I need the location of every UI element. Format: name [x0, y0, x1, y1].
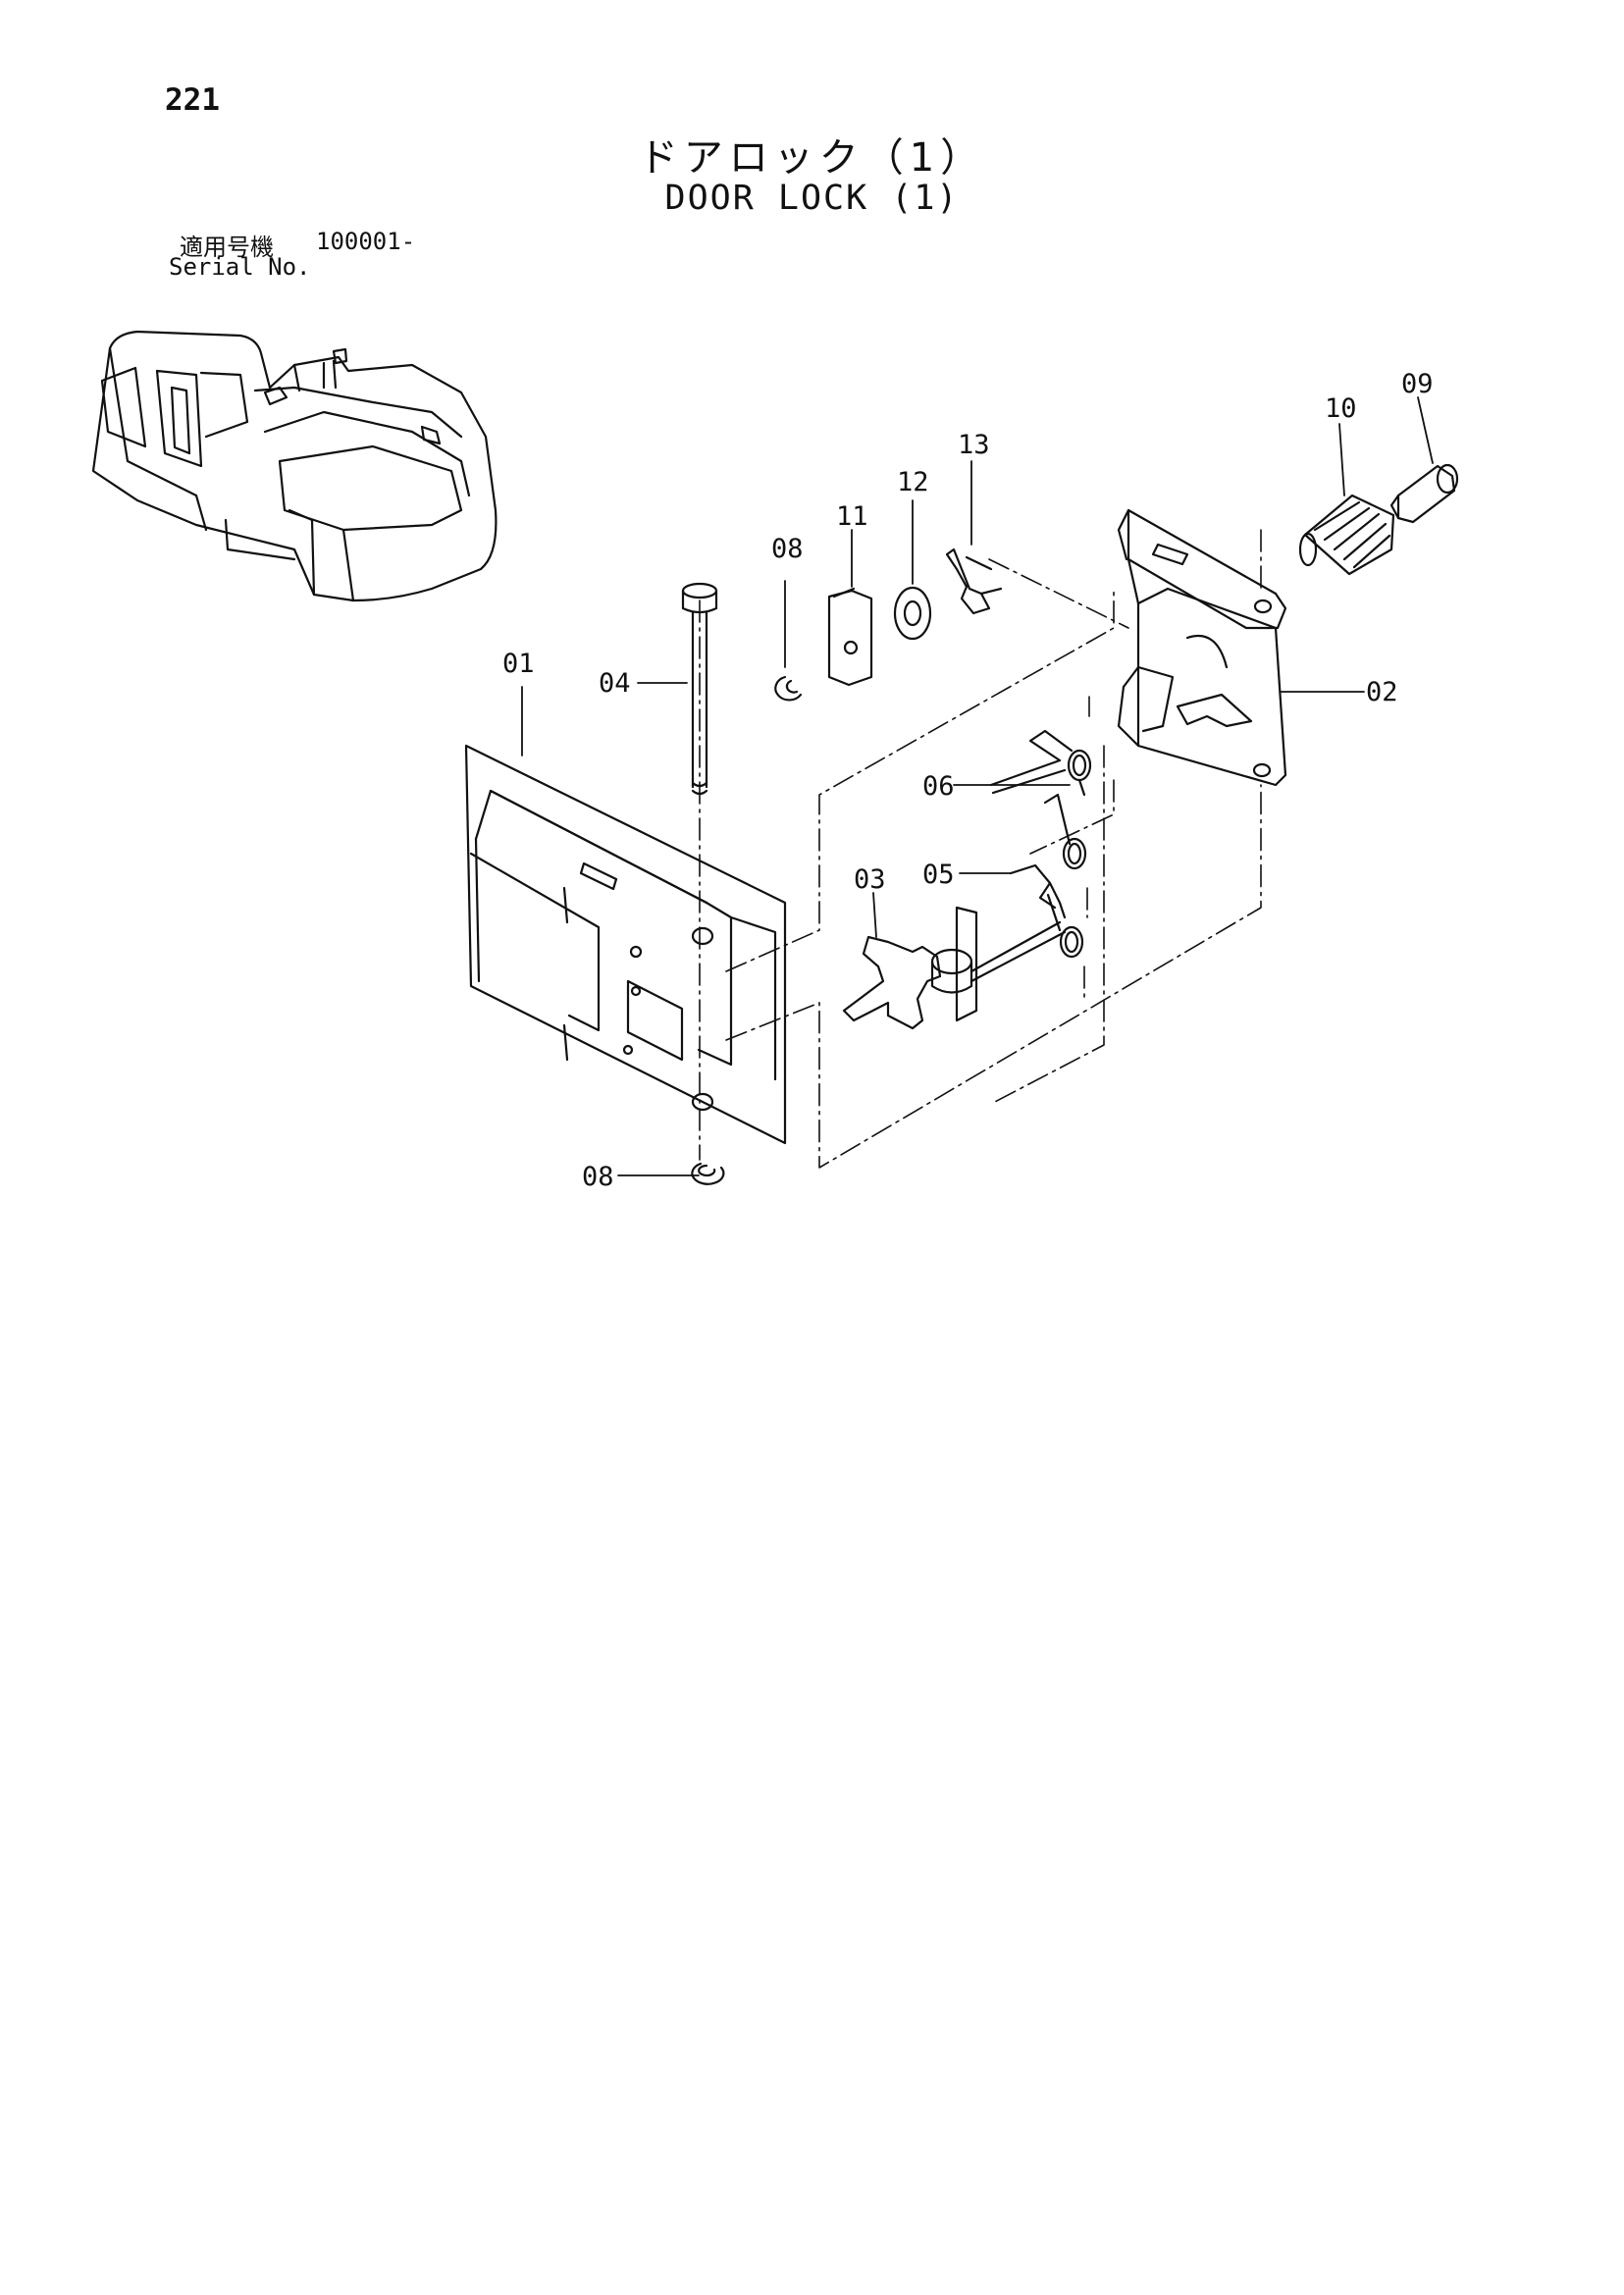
- part-12-washer: [893, 586, 932, 641]
- title-japanese: ドアロック（1）: [638, 135, 986, 181]
- callout-12: 12: [897, 467, 929, 497]
- page-number: 221: [165, 82, 220, 118]
- part-11-plate: [827, 587, 873, 687]
- part-08-e-ring-lower: [691, 1162, 725, 1185]
- serial-label-japanese: 適用号機: [180, 234, 274, 261]
- part-05-torsion-spring: [1009, 793, 1087, 959]
- callout-04: 04: [599, 668, 631, 699]
- part-01-lock-housing: [464, 744, 787, 1145]
- callout-02: 02: [1366, 677, 1398, 707]
- callout-08-upper: 08: [771, 534, 804, 564]
- title-english: DOOR LOCK (1): [664, 179, 960, 218]
- callout-03: 03: [854, 864, 886, 895]
- excavator-thumbnail: [91, 330, 498, 602]
- callout-05: 05: [922, 860, 955, 890]
- callout-10: 10: [1325, 393, 1357, 424]
- part-10-spring: [1298, 494, 1395, 576]
- callout-13: 13: [958, 430, 990, 460]
- serial-label-english: Serial No.: [169, 253, 311, 281]
- leader-lines: [521, 396, 1434, 1176]
- callout-11: 11: [836, 501, 868, 532]
- callout-06: 06: [922, 771, 955, 802]
- serial-number-value: 100001-: [316, 228, 416, 255]
- callout-08-lower: 08: [582, 1162, 614, 1192]
- assembly-guide-lines: [699, 529, 1262, 1169]
- part-09-plunger: [1389, 463, 1459, 524]
- callout-01: 01: [502, 649, 535, 679]
- part-08-e-ring-upper: [774, 675, 803, 702]
- part-13-clip: [945, 548, 1003, 615]
- part-03-latch: [842, 906, 1067, 1030]
- callout-labels: 01 02 03 04 05 06 08 08 09 10 11 12 13: [502, 369, 1434, 1192]
- callout-09: 09: [1401, 369, 1434, 399]
- part-06-torsion-spring: [989, 729, 1092, 797]
- part-02-bracket: [1117, 508, 1287, 787]
